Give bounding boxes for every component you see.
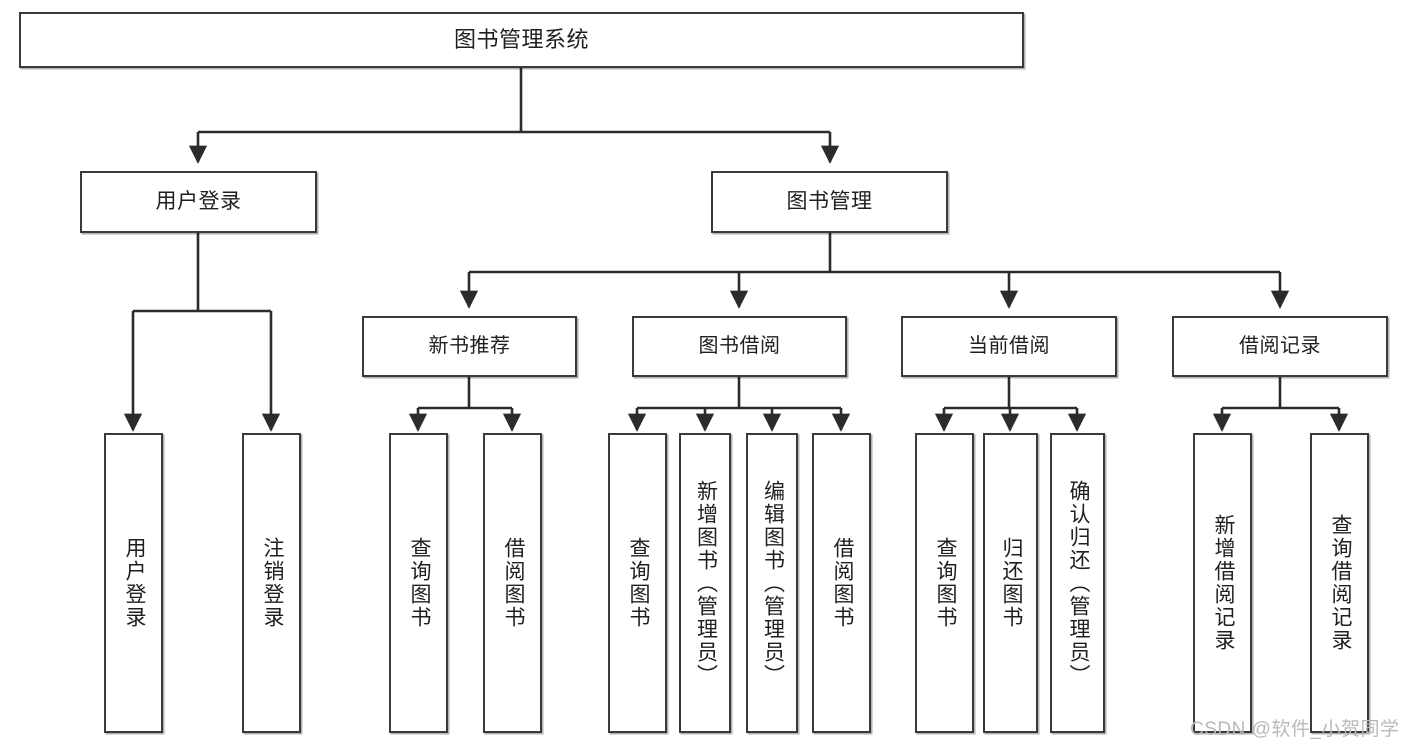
node-book-borrow[interactable]: 图书借阅	[632, 316, 847, 377]
leaf-add-book-admin[interactable]: 新增图书（管理员）	[679, 433, 731, 733]
node-label: 用户登录	[155, 189, 242, 213]
node-label: 归还图书	[999, 537, 1023, 629]
node-label: 图书管理系统	[453, 27, 589, 53]
leaf-query-book-borrow[interactable]: 查询图书	[608, 433, 667, 733]
node-book-manage[interactable]: 图书管理	[711, 171, 948, 233]
node-label: 新增借阅记录	[1211, 514, 1235, 652]
node-label: 编辑图书（管理员）	[761, 479, 785, 687]
node-label: 当前借阅	[968, 334, 1050, 357]
node-label: 借阅图书	[501, 537, 525, 629]
node-label: 注销登录	[260, 537, 284, 629]
leaf-add-borrow-record[interactable]: 新增借阅记录	[1193, 433, 1252, 733]
node-label: 图书借阅	[698, 334, 781, 357]
node-label: 确认归还（管理员）	[1066, 479, 1090, 687]
node-label: 查询借阅记录	[1328, 514, 1352, 652]
node-new-book-rec[interactable]: 新书推荐	[362, 316, 577, 377]
node-label: 查询图书	[933, 537, 957, 629]
leaf-borrow-book[interactable]: 借阅图书	[812, 433, 871, 733]
node-label: 用户登录	[122, 537, 146, 629]
node-borrow-record[interactable]: 借阅记录	[1172, 316, 1388, 377]
node-label: 新增图书（管理员）	[694, 479, 718, 687]
node-current-borrow[interactable]: 当前借阅	[901, 316, 1117, 377]
node-user-login[interactable]: 用户登录	[80, 171, 317, 233]
node-label: 借阅记录	[1239, 334, 1321, 357]
leaf-query-borrow-record[interactable]: 查询借阅记录	[1310, 433, 1369, 733]
node-label: 新书推荐	[428, 334, 511, 357]
node-label: 查询图书	[407, 537, 431, 629]
leaf-user-login[interactable]: 用户登录	[104, 433, 163, 733]
leaf-query-book-recommend[interactable]: 查询图书	[389, 433, 448, 733]
leaf-edit-book-admin[interactable]: 编辑图书（管理员）	[746, 433, 798, 733]
leaf-query-book-current[interactable]: 查询图书	[915, 433, 974, 733]
node-root-system[interactable]: 图书管理系统	[19, 12, 1024, 68]
node-label: 图书管理	[786, 189, 873, 213]
leaf-logout-login[interactable]: 注销登录	[242, 433, 301, 733]
leaf-return-book[interactable]: 归还图书	[983, 433, 1038, 733]
leaf-borrow-book-recommend[interactable]: 借阅图书	[483, 433, 542, 733]
leaf-confirm-return-admin[interactable]: 确认归还（管理员）	[1050, 433, 1105, 733]
node-label: 借阅图书	[830, 537, 854, 629]
node-label: 查询图书	[626, 537, 650, 629]
